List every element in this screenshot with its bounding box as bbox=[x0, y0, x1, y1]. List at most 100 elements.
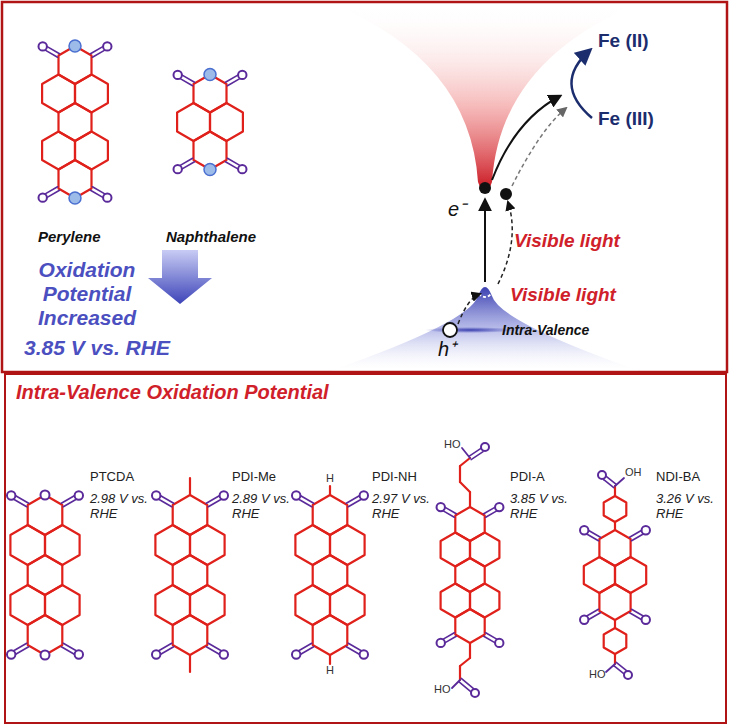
oxygen-atom bbox=[75, 650, 83, 658]
electron-transfer-arrow bbox=[492, 96, 560, 180]
ring bbox=[313, 495, 348, 535]
bond bbox=[180, 79, 192, 86]
bond bbox=[460, 458, 470, 466]
potential-value: 2.98 V vs. RHE bbox=[90, 492, 148, 522]
bond bbox=[16, 647, 29, 655]
oxygen-atom bbox=[39, 193, 47, 201]
atom-label: H bbox=[326, 472, 334, 485]
heteroatom bbox=[69, 192, 81, 204]
ring bbox=[28, 495, 63, 535]
bond bbox=[484, 507, 495, 513]
oxygen-atom bbox=[481, 443, 489, 451]
conduction-band bbox=[330, 3, 640, 192]
bond bbox=[616, 662, 626, 670]
molecule-name: Naphthalene bbox=[166, 228, 256, 245]
oxygen-atom bbox=[580, 526, 588, 534]
bond bbox=[227, 158, 239, 165]
oxygen-atom bbox=[360, 650, 368, 658]
bond bbox=[445, 636, 456, 642]
bond bbox=[346, 496, 359, 504]
bond bbox=[630, 531, 642, 538]
oxygen-atom bbox=[103, 42, 111, 50]
hole bbox=[443, 323, 457, 337]
oxygen-atom bbox=[360, 491, 368, 499]
bond bbox=[159, 499, 172, 507]
oxygen-atom bbox=[7, 491, 15, 499]
bond bbox=[161, 647, 174, 655]
bond bbox=[63, 643, 76, 651]
ring bbox=[173, 495, 208, 535]
oxygen-atom bbox=[598, 471, 606, 479]
oxygen-atom bbox=[41, 491, 50, 500]
bond bbox=[604, 480, 614, 488]
ring bbox=[455, 609, 484, 643]
bond bbox=[462, 448, 470, 458]
trend-label: Oxidation Potential Increased bbox=[28, 258, 146, 330]
heteroatom bbox=[204, 69, 216, 81]
bond bbox=[189, 655, 191, 672]
bond bbox=[14, 499, 27, 507]
atom-label: H bbox=[326, 664, 334, 677]
carrier-label: e⁻ bbox=[448, 198, 466, 221]
oxygen-atom bbox=[238, 71, 246, 79]
bond bbox=[443, 511, 454, 517]
bond bbox=[189, 478, 191, 495]
ring bbox=[28, 615, 63, 655]
oxygen-atom bbox=[174, 71, 182, 79]
compound-name: NDI-BA bbox=[656, 470, 700, 485]
bond bbox=[589, 613, 601, 620]
compound-name: PDI-A bbox=[510, 470, 545, 485]
potential-value: 3.85 V vs. RHE bbox=[24, 336, 170, 360]
bond bbox=[299, 499, 312, 507]
bond bbox=[206, 496, 219, 504]
light-label: Visible light bbox=[510, 284, 616, 306]
intra-valence-level bbox=[425, 327, 515, 333]
bond bbox=[460, 658, 470, 666]
bond bbox=[614, 620, 616, 628]
oxygen-atom bbox=[174, 165, 182, 173]
bond bbox=[301, 647, 314, 655]
bond bbox=[587, 534, 599, 541]
oxygen-atom bbox=[152, 491, 160, 499]
bond bbox=[606, 664, 615, 672]
oxygen-atom bbox=[642, 526, 650, 534]
oxygen-atom bbox=[580, 616, 588, 624]
bond bbox=[461, 678, 473, 688]
bond bbox=[329, 655, 331, 664]
bond bbox=[182, 162, 194, 169]
hole-site bbox=[478, 283, 492, 297]
bond bbox=[469, 492, 471, 507]
bond bbox=[460, 482, 470, 492]
dashed-arrow bbox=[498, 202, 512, 284]
bond bbox=[469, 643, 471, 658]
potential-value: 2.97 V vs. RHE bbox=[372, 492, 430, 522]
increase-arrow bbox=[148, 250, 212, 304]
oxygen-atom bbox=[152, 650, 160, 658]
bond bbox=[348, 643, 361, 651]
compound-name: PDI-Me bbox=[232, 470, 276, 485]
ring bbox=[313, 615, 348, 655]
ring bbox=[604, 628, 627, 654]
oxygen-atom bbox=[103, 193, 111, 201]
bond bbox=[486, 633, 497, 639]
panel-heading: Intra-Valence Oxidation Potential bbox=[16, 381, 329, 404]
electron bbox=[479, 182, 491, 194]
bond bbox=[452, 680, 460, 688]
bond bbox=[469, 448, 481, 456]
level-label: Intra-Valence bbox=[502, 322, 589, 338]
atom-label: HO bbox=[589, 668, 606, 681]
bond bbox=[208, 643, 221, 651]
oxygen-atom bbox=[220, 650, 228, 658]
electron bbox=[500, 188, 512, 200]
top-frame bbox=[2, 2, 727, 372]
potential-value: 2.89 V vs. RHE bbox=[232, 492, 290, 522]
ring bbox=[173, 615, 208, 655]
bond bbox=[61, 496, 74, 504]
bond bbox=[459, 466, 461, 482]
dashed-arrow bbox=[458, 294, 480, 324]
oxygen-atom bbox=[7, 650, 15, 658]
oxygen-atom bbox=[471, 689, 479, 697]
carrier-label: h⁺ bbox=[438, 338, 456, 361]
ring bbox=[455, 507, 484, 541]
heteroatom bbox=[204, 164, 216, 176]
